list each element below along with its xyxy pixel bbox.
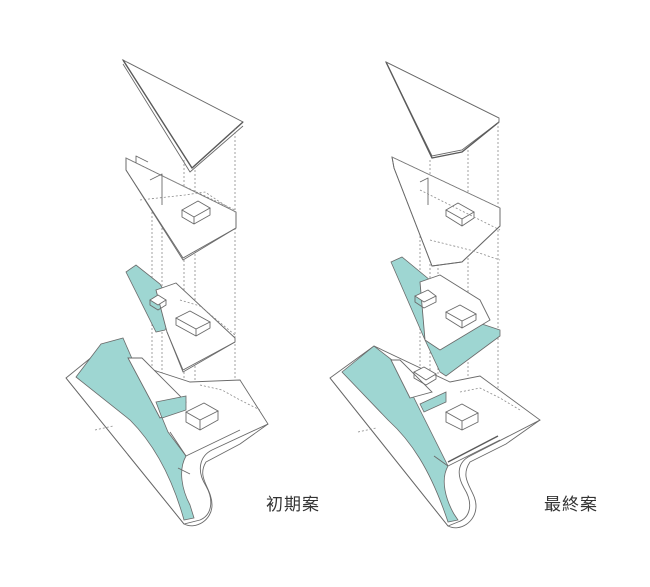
initial-middle-floor: [125, 264, 236, 373]
initial-ground-site: [65, 337, 269, 527]
final-roof-plate: [385, 61, 500, 159]
final-scheme-axonometric: [329, 61, 541, 529]
final-middle-floor: [390, 256, 501, 377]
initial-roof-plate: [121, 58, 244, 173]
initial-upper-floor: [125, 155, 237, 261]
caption-final-scheme: 最終案: [544, 495, 598, 515]
final-ground-site: [329, 345, 541, 529]
caption-initial-scheme: 初期案: [266, 495, 320, 515]
final-upper-floor: [391, 156, 501, 267]
initial-scheme-axonometric: [65, 58, 269, 527]
